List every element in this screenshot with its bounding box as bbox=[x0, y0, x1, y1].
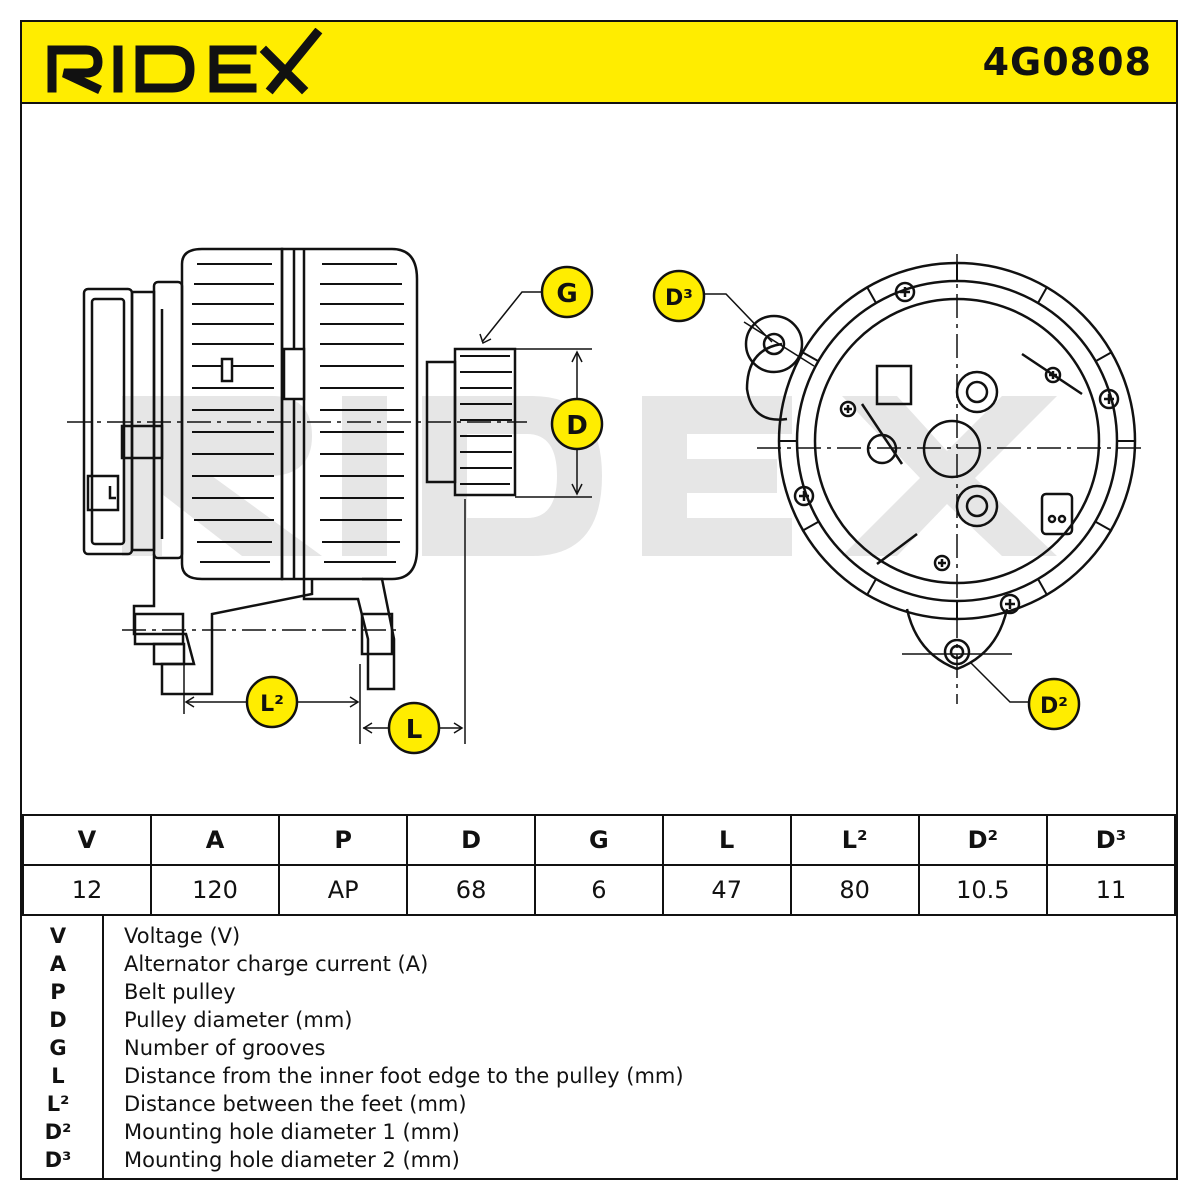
header-bar: 4G0808 bbox=[22, 22, 1176, 104]
badge-d3: D³ bbox=[652, 269, 706, 323]
legend-description: Distance from the inner foot edge to the… bbox=[124, 1064, 684, 1088]
legend-item: D² Mounting hole diameter 1 (mm) bbox=[22, 1118, 1176, 1146]
spec-value-cell: 120 bbox=[149, 864, 281, 916]
legend-description: Mounting hole diameter 1 (mm) bbox=[124, 1120, 460, 1144]
spec-header-cell: L bbox=[661, 814, 792, 866]
spec-header-cell: D bbox=[406, 814, 537, 866]
svg-text:L²: L² bbox=[260, 692, 284, 717]
spec-value-cell: 6 bbox=[534, 864, 664, 916]
svg-text:D: D bbox=[566, 411, 588, 441]
legend-item: A Alternator charge current (A) bbox=[22, 950, 1176, 978]
spec-value-cell: 80 bbox=[789, 864, 920, 916]
legend-symbol: V bbox=[49, 924, 67, 948]
spec-header-cell: G bbox=[534, 814, 664, 866]
svg-text:G: G bbox=[556, 279, 577, 309]
svg-text:D²: D² bbox=[1040, 694, 1068, 719]
svg-text:D³: D³ bbox=[665, 286, 693, 311]
spec-header-row: V A P D G L L² D² D³ bbox=[22, 814, 1177, 866]
legend-description: Number of grooves bbox=[124, 1036, 326, 1060]
legend-divider bbox=[102, 914, 104, 1180]
legend: V Voltage (V) A Alternator charge curren… bbox=[22, 914, 1176, 1180]
front-view bbox=[704, 254, 1142, 704]
legend-symbol: D bbox=[49, 1008, 67, 1032]
spec-value-row: 12 120 AP 68 6 47 80 10.5 11 bbox=[22, 864, 1177, 916]
spec-header-cell: P bbox=[278, 814, 409, 866]
badge-d: D bbox=[550, 397, 604, 451]
ridex-logo bbox=[47, 28, 323, 95]
badge-d2: D² bbox=[1027, 677, 1081, 731]
datasheet-frame: 4G0808 bbox=[20, 20, 1178, 1180]
legend-item: G Number of grooves bbox=[22, 1034, 1176, 1062]
badge-g: G bbox=[540, 265, 594, 319]
badge-l: L bbox=[387, 701, 441, 755]
legend-description: Voltage (V) bbox=[124, 924, 241, 948]
alternator-drawing: G D D³ D² L² L bbox=[67, 247, 1142, 755]
spec-value-cell: 68 bbox=[406, 864, 537, 916]
spec-value-cell: 47 bbox=[661, 864, 792, 916]
side-view bbox=[67, 247, 592, 744]
spec-header-cell: L² bbox=[789, 814, 920, 866]
legend-description: Belt pulley bbox=[124, 980, 236, 1004]
legend-symbol: D³ bbox=[44, 1148, 72, 1172]
part-number: 4G0808 bbox=[982, 40, 1152, 84]
badge-l2: L² bbox=[245, 675, 299, 729]
legend-description: Pulley diameter (mm) bbox=[124, 1008, 353, 1032]
legend-symbol: A bbox=[49, 952, 67, 976]
legend-symbol: L bbox=[51, 1064, 65, 1088]
spec-value-cell: 11 bbox=[1045, 864, 1177, 916]
svg-text:L: L bbox=[406, 715, 423, 745]
spec-header-cell: D² bbox=[917, 814, 1048, 866]
legend-item: L² Distance between the feet (mm) bbox=[22, 1090, 1176, 1118]
spec-value-cell: 10.5 bbox=[917, 864, 1048, 916]
legend-symbol: P bbox=[50, 980, 66, 1004]
legend-description: Distance between the feet (mm) bbox=[124, 1092, 467, 1116]
legend-item: V Voltage (V) bbox=[22, 922, 1176, 950]
spec-table: V A P D G L L² D² D³ 12 120 AP 68 6 47 8… bbox=[22, 814, 1177, 916]
legend-symbol: G bbox=[49, 1036, 67, 1060]
spec-header-cell: A bbox=[149, 814, 281, 866]
legend-item: L Distance from the inner foot edge to t… bbox=[22, 1062, 1176, 1090]
legend-symbol: D² bbox=[44, 1120, 72, 1144]
spec-value-cell: 12 bbox=[22, 864, 152, 916]
spec-header-cell: D³ bbox=[1045, 814, 1177, 866]
legend-symbol: L² bbox=[46, 1092, 70, 1116]
spec-header-cell: V bbox=[22, 814, 152, 866]
legend-item: D Pulley diameter (mm) bbox=[22, 1006, 1176, 1034]
spec-value-cell: AP bbox=[278, 864, 409, 916]
legend-item: P Belt pulley bbox=[22, 978, 1176, 1006]
legend-description: Mounting hole diameter 2 (mm) bbox=[124, 1148, 460, 1172]
legend-description: Alternator charge current (A) bbox=[124, 952, 429, 976]
legend-item: D³ Mounting hole diameter 2 (mm) bbox=[22, 1146, 1176, 1174]
